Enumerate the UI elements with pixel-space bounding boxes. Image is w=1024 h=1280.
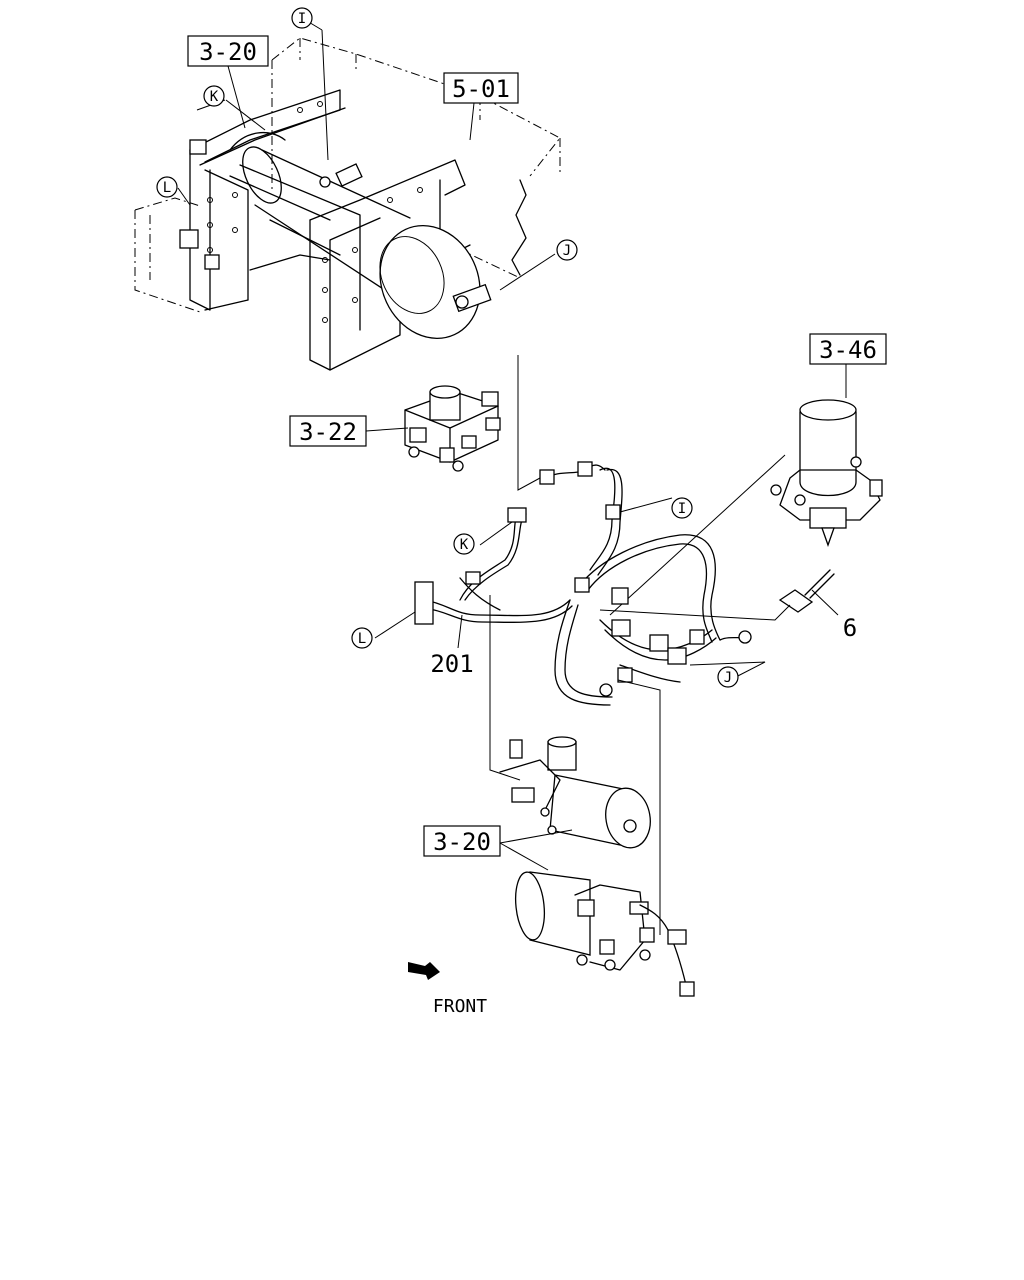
ref-5-01-text: 5-01 [452,75,510,103]
marker-I-top: I [291,7,313,29]
tank-bracket [189,89,471,371]
svg-text:K: K [460,537,469,553]
marker-J-mid: J [717,666,739,688]
marker-K-mid: K [453,533,475,555]
marker-K-top: K [203,85,225,107]
svg-text:J: J [563,243,571,259]
bolt-holes [207,101,423,323]
ref-3-46-text: 3-46 [819,336,877,364]
tank-fittings [179,139,492,313]
valve-assembly-3-22 [404,355,541,491]
wiring-harness-201 [374,461,839,935]
marker-L-mid: L [351,627,373,649]
front-arrow-icon [408,962,440,980]
valve-unit-upper [499,736,651,849]
ref-label-3-20-bottom: 3-20 [423,825,501,857]
svg-text:I: I [678,501,686,517]
ref-label-3-46: 3-46 [809,333,887,365]
front-label: FRONT [433,996,487,1017]
svg-text:I: I [298,11,306,27]
frame-tank-assembly [134,37,561,371]
ref-3-20-bottom-text: 3-20 [433,828,491,856]
ref-label-3-22: 3-22 [289,415,409,447]
air-dryer-3-46 [609,362,883,616]
svg-text:K: K [210,89,219,105]
air-tank [229,131,481,339]
svg-text:L: L [358,631,366,647]
ref-label-3-20-top: 3-20 [187,35,269,67]
valve-unit-lower [514,871,695,997]
svg-text:J: J [724,670,732,686]
marker-L-top: L [156,176,178,198]
svg-text:L: L [163,180,171,196]
marker-J-top: J [556,239,578,261]
part-number-6: 6 [843,614,857,642]
harness-connectors [414,461,752,697]
ref-3-20-top-text: 3-20 [199,38,257,66]
part-6-sensor [599,569,839,621]
marker-I-mid: I [671,497,693,519]
rear-component [134,197,201,313]
ref-label-5-01: 5-01 [443,72,519,104]
ref-3-22-text: 3-22 [299,418,357,446]
part-number-201: 201 [430,650,473,678]
